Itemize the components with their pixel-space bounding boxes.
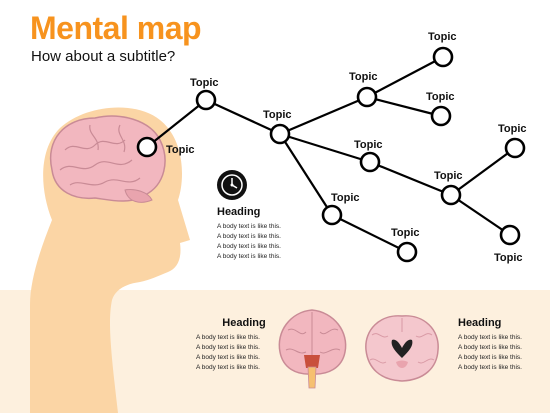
body-text: A body text is like this. — [458, 354, 522, 361]
topic-node — [269, 123, 291, 145]
clock-icon — [217, 170, 247, 200]
topic-node — [359, 151, 381, 173]
topic-node — [504, 137, 526, 159]
topic-label: Topic — [391, 227, 420, 239]
topic-label: Topic — [190, 77, 219, 89]
topic-label: Topic — [354, 139, 383, 151]
body-text: A body text is like this. — [196, 344, 260, 351]
topic-label: Topic — [426, 91, 455, 103]
info-block-center: Heading A body text is like this. A body… — [217, 206, 281, 262]
topic-label: Topic — [498, 123, 527, 135]
info-heading: Heading — [222, 317, 266, 329]
topic-node — [136, 136, 158, 158]
topic-node — [321, 204, 343, 226]
info-block-left: Heading A body text is like this. A body… — [196, 317, 292, 373]
body-text: A body text is like this. — [217, 253, 281, 260]
brain-cross-section — [365, 315, 439, 382]
topic-node — [499, 224, 521, 246]
page-subtitle: How about a subtitle? — [31, 48, 176, 65]
topic-nodes — [136, 46, 526, 263]
topic-label: Topic — [331, 192, 360, 204]
brain-back-view — [278, 309, 347, 389]
topic-node — [430, 105, 452, 127]
connector-lines — [146, 56, 516, 253]
topic-node — [356, 86, 378, 108]
topic-label: Topic — [434, 170, 463, 182]
topic-node — [440, 184, 462, 206]
body-text: A body text is like this. — [196, 364, 260, 371]
topic-node — [432, 46, 454, 68]
topic-label: Topic — [263, 109, 292, 121]
info-heading: Heading — [217, 206, 261, 218]
topic-label: Topic — [428, 31, 457, 43]
body-text: A body text is like this. — [196, 354, 260, 361]
info-block-right: Heading A body text is like this. A body… — [458, 317, 548, 373]
topic-node — [396, 241, 418, 263]
body-text: A body text is like this. — [458, 334, 522, 341]
topic-label: Topic — [349, 71, 378, 83]
body-text: A body text is like this. — [217, 233, 281, 240]
body-text: A body text is like this. — [458, 364, 522, 371]
body-text: A body text is like this. — [458, 344, 522, 351]
topic-label: Topic — [494, 252, 523, 264]
topic-node — [195, 89, 217, 111]
info-heading: Heading — [458, 317, 502, 329]
brain-side-view — [49, 115, 166, 203]
body-text: A body text is like this. — [217, 223, 281, 230]
page-title: Mental map — [30, 10, 202, 46]
body-text: A body text is like this. — [196, 334, 260, 341]
body-text: A body text is like this. — [217, 243, 281, 250]
topic-label: Topic — [166, 144, 195, 156]
